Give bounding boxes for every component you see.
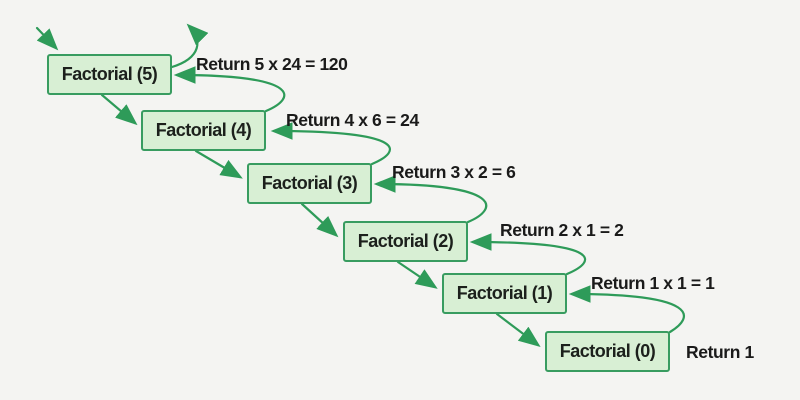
return-label-3: Return 3 x 2 = 6 xyxy=(392,162,516,182)
factorial-call-box-0: Factorial (0) xyxy=(545,331,670,372)
factorial-call-box-5: Factorial (5) xyxy=(47,54,172,95)
factorial-call-box-2: Factorial (2) xyxy=(343,221,468,262)
return-arrow-1-to-2 xyxy=(469,233,587,276)
return-arrow-4-to-5 xyxy=(173,66,286,113)
factorial-call-box-3: Factorial (3) xyxy=(247,163,372,204)
call-box-label: Factorial (1) xyxy=(456,283,553,303)
return-arrow-2-to-3 xyxy=(373,175,488,224)
call-box-label: Factorial (4) xyxy=(155,120,252,140)
entry-arrow xyxy=(35,26,59,51)
factorial-call-box-4: Factorial (4) xyxy=(141,110,266,151)
return-label-4: Return 4 x 6 = 24 xyxy=(286,110,419,130)
call-arrow-4-to-3 xyxy=(194,149,243,179)
return-label-0: Return 1 xyxy=(686,342,754,362)
return-arrow-3-to-4 xyxy=(270,122,391,166)
return-arrow-0-to-1 xyxy=(568,285,685,334)
return-label-2: Return 2 x 1 = 2 xyxy=(500,220,624,240)
final-return-arrow xyxy=(170,23,209,69)
call-arrow-1-to-0 xyxy=(495,312,541,347)
call-box-label: Factorial (5) xyxy=(61,64,158,84)
call-arrow-5-to-4 xyxy=(100,93,138,126)
return-label-5: Return 5 x 24 = 120 xyxy=(196,54,348,74)
return-label-1: Return 1 x 1 = 1 xyxy=(591,273,715,293)
call-box-label: Factorial (2) xyxy=(357,231,454,251)
call-arrow-2-to-1 xyxy=(396,260,438,289)
factorial-call-box-1: Factorial (1) xyxy=(442,273,567,314)
call-box-label: Factorial (0) xyxy=(559,341,656,361)
call-box-label: Factorial (3) xyxy=(261,173,358,193)
call-arrow-3-to-2 xyxy=(300,202,339,238)
